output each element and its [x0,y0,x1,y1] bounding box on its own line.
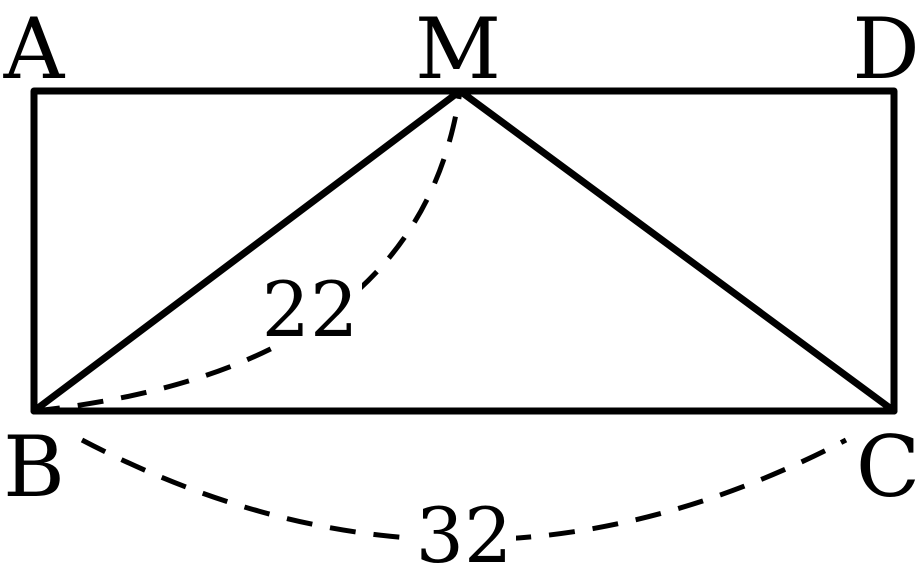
measurement-BC: 32 [416,491,513,580]
vertex-label-C: C [856,418,920,516]
vertex-label-A: A [3,0,66,98]
segment-MC [456,87,898,415]
rectangle-ABCD [30,87,898,415]
label-mask-BC [412,492,516,572]
segment-BM [30,87,464,415]
label-mask-BM [258,268,362,344]
vertex-label-B: B [3,418,65,516]
vertex-label-M: M [415,0,501,98]
measurement-BM: 22 [262,265,359,354]
vertex-label-D: D [852,0,919,98]
